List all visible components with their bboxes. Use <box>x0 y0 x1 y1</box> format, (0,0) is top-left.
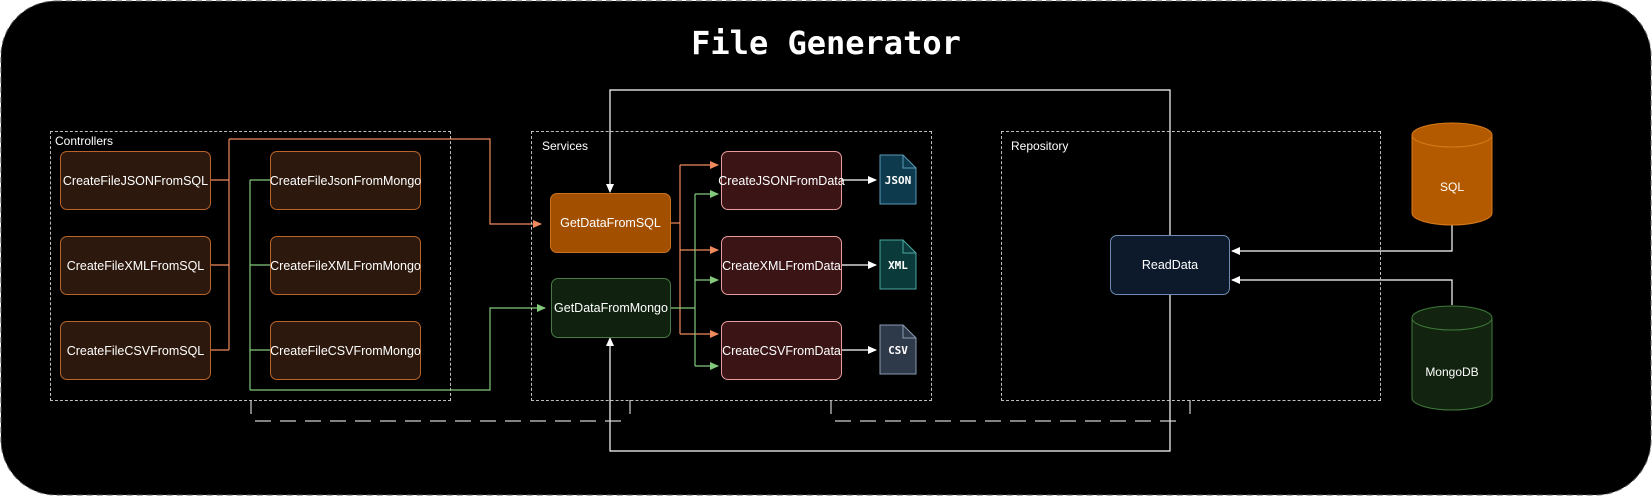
service-create-json-from-data[interactable]: CreateJSONFromData <box>718 151 845 210</box>
controllers-group-label: Controllers <box>55 134 114 148</box>
layer-dependency-lines <box>250 400 1191 422</box>
csv-file-label: CSV <box>888 344 908 357</box>
mongodb-database-label: MongoDB <box>1425 365 1479 379</box>
json-file-icon <box>879 154 917 205</box>
services-group-label: Services <box>542 139 589 153</box>
services-group <box>531 131 932 401</box>
diagram-title: File Generator <box>691 24 961 62</box>
connector-read-to-get-sql <box>606 89 1171 253</box>
controller-create-file-json-from-sql[interactable]: CreateFileJSONFromSQL <box>60 151 211 210</box>
connector-sql-to-read <box>1231 224 1453 255</box>
connector-read-to-get-mongo <box>606 253 1171 452</box>
csv-file-icon <box>879 324 917 375</box>
mongo-controller-connectors <box>249 179 546 391</box>
repository-read-data[interactable]: ReadData <box>1110 235 1230 295</box>
sql-database-label: SQL <box>1439 180 1464 194</box>
service-create-xml-from-data[interactable]: CreateXMLFromData <box>721 236 842 295</box>
json-file-label: JSON <box>884 174 912 187</box>
service-create-csv-from-data[interactable]: CreateCSVFromData <box>721 321 842 380</box>
service-get-data-from-mongo[interactable]: GetDataFromMongo <box>551 278 671 338</box>
controller-create-file-xml-from-sql[interactable]: CreateFileXMLFromSQL <box>60 236 211 295</box>
controller-create-file-csv-from-sql[interactable]: CreateFileCSVFromSQL <box>60 321 211 380</box>
controller-create-file-xml-from-mongo[interactable]: CreateFileXMLFromMongo <box>270 236 421 295</box>
xml-file-icon <box>879 239 917 290</box>
controller-create-file-csv-from-mongo[interactable]: CreateFileCSVFromMongo <box>270 321 421 380</box>
xml-file-label: XML <box>888 259 908 272</box>
generator-to-file-arrows <box>842 176 877 354</box>
sql-controller-connectors <box>210 138 542 351</box>
get-mongo-fanout <box>670 190 719 370</box>
connector-mongo-to-read <box>1231 276 1453 305</box>
repository-group-label: Repository <box>1011 139 1069 153</box>
service-get-data-from-sql[interactable]: GetDataFromSQL <box>550 193 671 253</box>
controller-create-file-json-from-mongo[interactable]: CreateFileJsonFromMongo <box>270 151 421 210</box>
sql-database-icon <box>1411 122 1493 226</box>
mongodb-database-icon <box>1411 305 1493 411</box>
controllers-group <box>50 131 451 401</box>
get-sql-fanout <box>670 161 719 338</box>
repository-group <box>1001 131 1381 401</box>
